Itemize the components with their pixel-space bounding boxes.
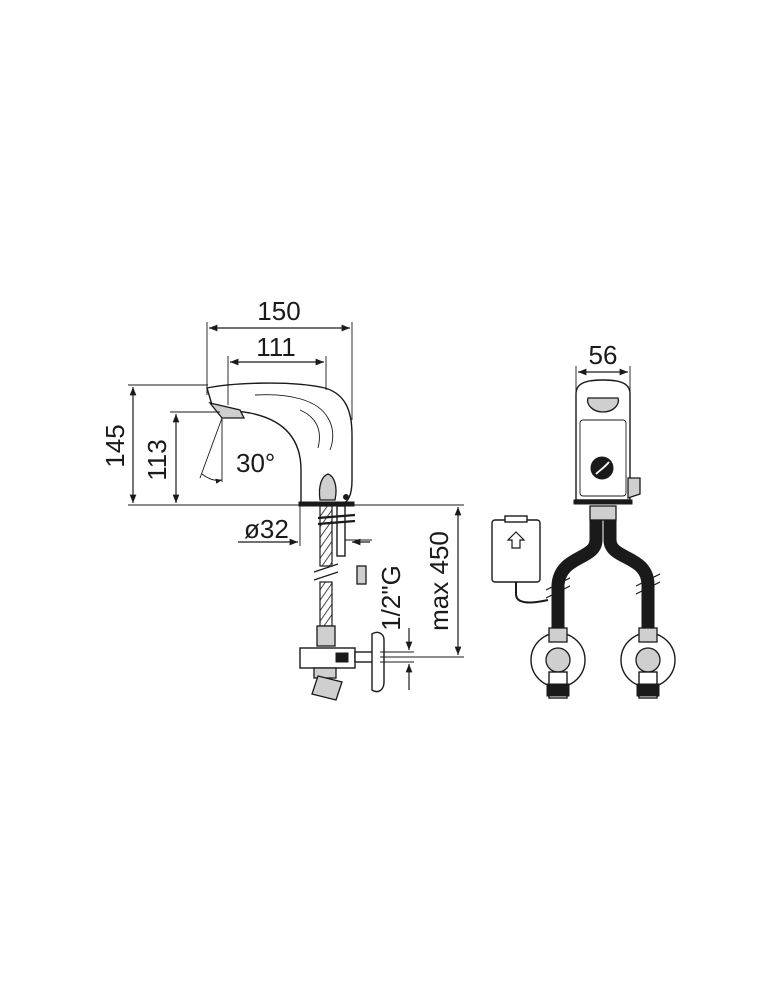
sensor-dot: [343, 494, 349, 500]
hose-break-left: [545, 577, 571, 599]
small-fitting: [356, 565, 367, 585]
front-panel: [579, 419, 627, 497]
dim-label-thread: 1/2"G: [376, 565, 406, 631]
wall-rosette: [371, 631, 385, 693]
right-valve-nut: [638, 627, 658, 643]
hose-break-1: [313, 563, 339, 581]
front-base-plate: [573, 499, 633, 505]
mounting-rod: [336, 505, 346, 557]
right-valve-body: [635, 647, 661, 673]
dimension-width-total: 150: [206, 296, 353, 420]
sensor-knob: [318, 473, 337, 501]
faucet-side-view: [206, 382, 385, 701]
left-valve-body: [545, 647, 571, 673]
hose-lower: [319, 581, 333, 627]
dimension-hose-length: max 450: [354, 504, 464, 658]
dim-label-56: 56: [589, 340, 618, 370]
control-box-tab: [504, 515, 528, 523]
sensor-window-mark: [595, 461, 610, 475]
valve-label: [335, 652, 349, 663]
hose-left-inner: [553, 520, 601, 628]
valve-outlet: [311, 675, 343, 701]
hose-upper: [319, 505, 333, 567]
dim-label-111: 111: [256, 332, 296, 362]
dim-label-150: 150: [257, 296, 300, 326]
spout-outlet: [208, 401, 246, 419]
left-valve-nut: [548, 627, 568, 643]
hose-break-right: [635, 573, 661, 595]
faucet-highlight: [254, 394, 334, 451]
hose-right-inner: [605, 520, 653, 628]
left-valve-thread: [546, 683, 570, 697]
faucet-front-view: [491, 379, 676, 699]
dimension-thread: 1/2"G: [376, 565, 414, 690]
control-cable: [515, 582, 549, 604]
control-box: [491, 519, 541, 583]
dimension-width-spout: 111: [227, 332, 327, 405]
front-nut: [589, 505, 617, 521]
faucet-highlight-2: [299, 409, 320, 449]
dimension-height-spout: 113: [142, 411, 220, 503]
valve-nut: [316, 625, 336, 647]
dim-label-max450: max 450: [424, 531, 454, 631]
base-plate: [298, 501, 355, 507]
front-outlet: [586, 397, 620, 413]
front-body: [575, 379, 631, 501]
right-valve-thread: [636, 683, 660, 697]
dim-label-145: 145: [100, 424, 130, 467]
dimension-side-width: 56: [575, 340, 631, 392]
dim-label-30deg: 30°: [236, 448, 275, 478]
dimension-spout-angle: 30°: [199, 417, 275, 484]
dim-label-d32: ø32: [244, 514, 289, 544]
dimension-height-total: 145: [100, 384, 300, 506]
dim-label-113: 113: [142, 439, 172, 480]
dimension-base-diameter: ø32: [238, 506, 370, 546]
front-knob: [627, 477, 641, 499]
arrow-up-icon: [506, 531, 526, 549]
